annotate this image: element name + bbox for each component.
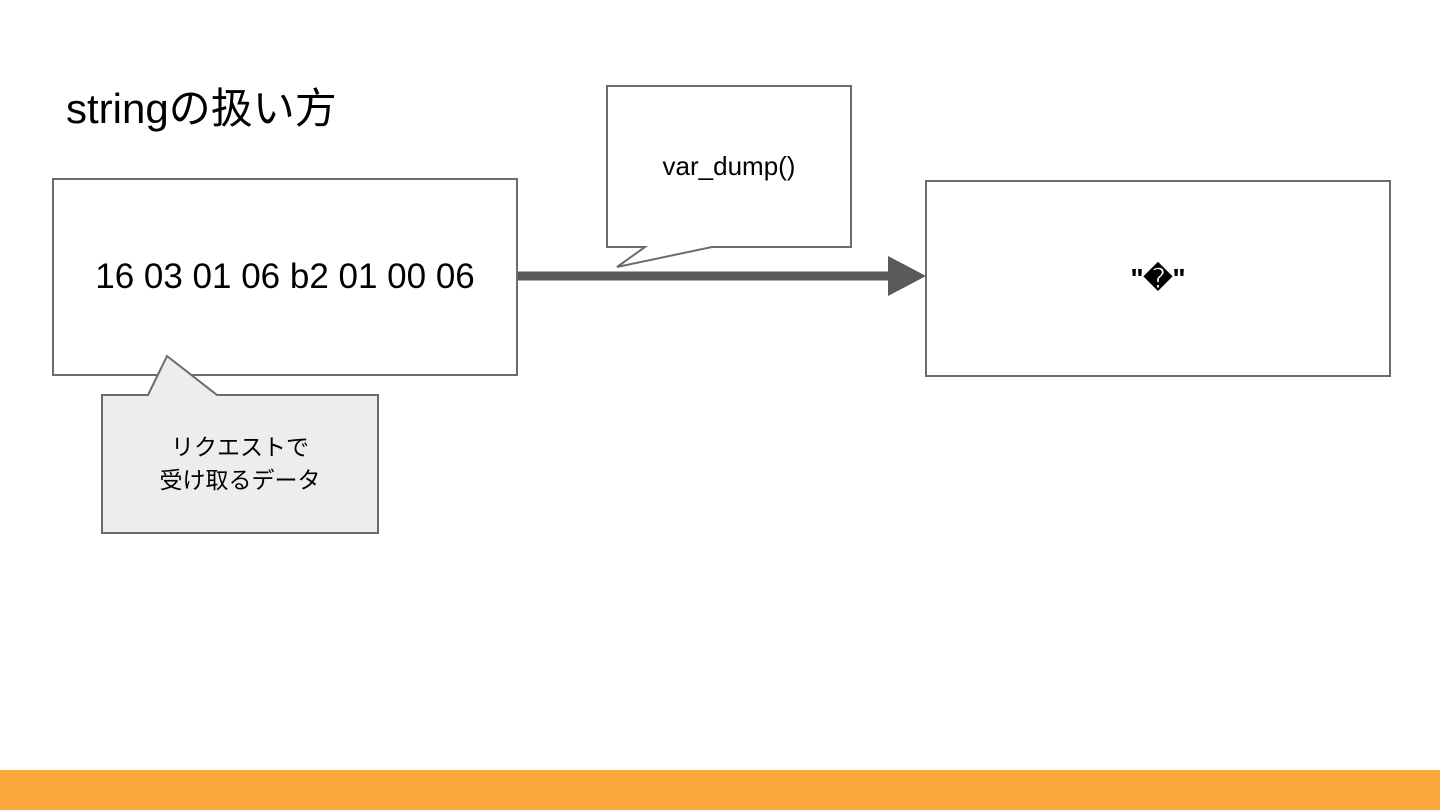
result-box: "�" — [925, 180, 1391, 377]
request-callout-line-1: リクエストで — [171, 434, 309, 460]
slide-title: stringの扱い方 — [66, 85, 337, 132]
accent-footer-bar — [0, 770, 1440, 810]
source-data-text: 16 03 01 06 b2 01 00 06 — [95, 257, 475, 296]
result-text: "�" — [1130, 263, 1186, 294]
function-callout-label: var_dump() — [607, 86, 851, 247]
request-callout-label: リクエストで 受け取るデータ — [102, 395, 378, 533]
source-data-box: 16 03 01 06 b2 01 00 06 — [52, 178, 518, 376]
request-callout-line-2: 受け取るデータ — [159, 467, 321, 493]
flow-arrow-head — [888, 256, 926, 296]
function-callout-text: var_dump() — [662, 151, 796, 181]
